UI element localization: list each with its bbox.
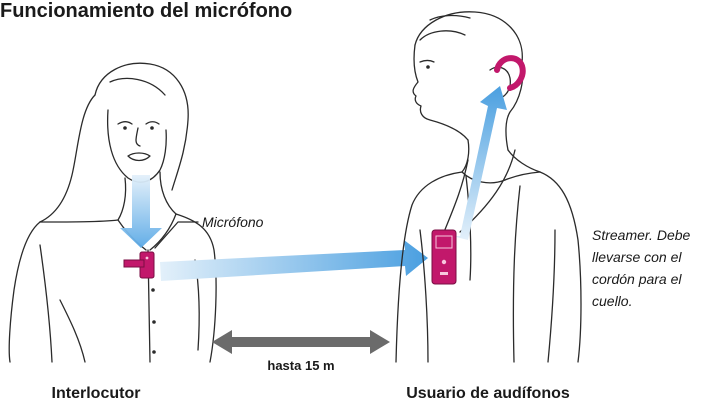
hearing-aid-user-label: Usuario de audífonos bbox=[406, 385, 570, 402]
microphone-pointer bbox=[154, 221, 199, 249]
signal-arrow bbox=[160, 240, 428, 281]
interlocutor-label: Interlocutor bbox=[52, 385, 141, 402]
interlocutor-figure bbox=[8, 62, 217, 363]
hearing-aid-user-figure bbox=[395, 11, 582, 363]
hearing-aid-icon bbox=[494, 55, 526, 91]
streamer-icon bbox=[431, 229, 457, 285]
distance-label: hasta 15 m bbox=[267, 358, 334, 373]
clip-microphone-icon bbox=[123, 251, 155, 279]
streamer-caption-line3: cordón para el bbox=[592, 271, 682, 287]
streamer-caption-line4: cuello. bbox=[592, 293, 632, 309]
microphone-label: Micrófono bbox=[202, 214, 264, 230]
diagram-title: Funcionamiento del micrófono bbox=[0, 0, 292, 22]
double-arrow-icon bbox=[212, 330, 390, 354]
streamer-to-ear-arrow bbox=[452, 86, 507, 240]
speech-to-mic-arrow bbox=[120, 175, 162, 248]
streamer-caption-line2: llevarse con el bbox=[592, 249, 682, 265]
streamer-caption-line1: Streamer. Debe bbox=[592, 227, 691, 243]
